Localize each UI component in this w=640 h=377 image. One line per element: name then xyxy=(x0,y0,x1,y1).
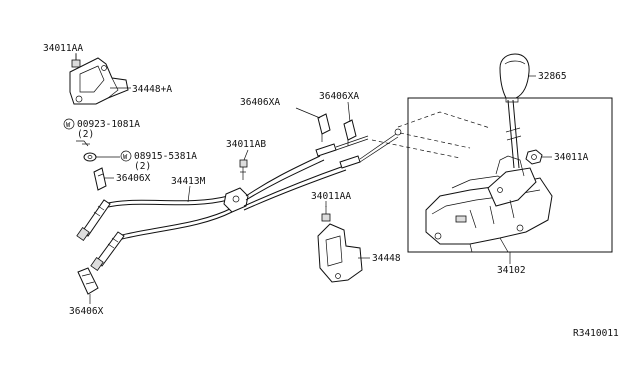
leader-34011ab xyxy=(243,149,249,161)
label-34448: 34448 xyxy=(372,253,401,264)
washer-marker-icon xyxy=(63,118,75,130)
shifter-body-34102 xyxy=(425,155,553,253)
label-34011aa-top: 34011AA xyxy=(43,43,83,54)
label-08915: 08915-5381A xyxy=(134,151,197,162)
washer-part xyxy=(83,152,97,162)
label-36406x-lower: 36406X xyxy=(69,306,104,317)
label-34448a: 34448+A xyxy=(132,84,172,95)
dashed-link-2 xyxy=(371,139,461,159)
bracket-34448a xyxy=(69,57,129,105)
washer-symbol-2: W xyxy=(123,153,128,161)
bracket-34448 xyxy=(317,223,363,283)
label-34011a: 34011A xyxy=(554,152,589,163)
dashed-link-1 xyxy=(399,132,471,149)
label-34011ab: 34011AB xyxy=(226,139,266,150)
washer-symbol-1: W xyxy=(66,121,71,129)
label-32865: 32865 xyxy=(538,71,567,82)
clip-36406x-lower xyxy=(77,267,99,295)
label-34413m: 34413M xyxy=(171,176,206,187)
dashed-link-3 xyxy=(397,111,491,129)
clip-36406xa-left xyxy=(317,113,331,142)
label-36406xa-left: 36406XA xyxy=(240,97,280,108)
washer-00923: W 00923-1081A (2) xyxy=(63,118,140,147)
reference-code: R3410011 xyxy=(573,328,619,339)
shift-lever xyxy=(505,99,522,169)
nut-34011aa-mid xyxy=(321,206,331,222)
washer-marker-icon-2 xyxy=(120,150,132,162)
shifter-assembly-box xyxy=(407,97,613,253)
leader-34413m xyxy=(187,185,191,203)
label-34011aa-mid: 34011AA xyxy=(311,191,351,202)
control-cable-34413m xyxy=(76,155,347,271)
label-36406xa-right: 36406XA xyxy=(319,91,359,102)
shift-knob-32865 xyxy=(499,53,530,103)
label-00923: 00923-1081A xyxy=(77,119,140,130)
label-36406x-upper: 36406X xyxy=(116,173,151,184)
washer-08915: W 08915-5381A (2) xyxy=(83,150,197,172)
leader-36406xa-right xyxy=(347,101,351,123)
leader-36406xa-left xyxy=(295,107,321,119)
label-00923-qty: (2) xyxy=(77,129,94,140)
clip-36406xa-right xyxy=(343,119,357,146)
label-34102: 34102 xyxy=(497,265,526,276)
label-08915-qty: (2) xyxy=(134,161,151,172)
clip-36406x-upper xyxy=(93,167,107,191)
bolt-34011ab xyxy=(239,159,248,180)
cable-ends-upper xyxy=(315,128,402,169)
nut-34011a xyxy=(525,149,543,165)
